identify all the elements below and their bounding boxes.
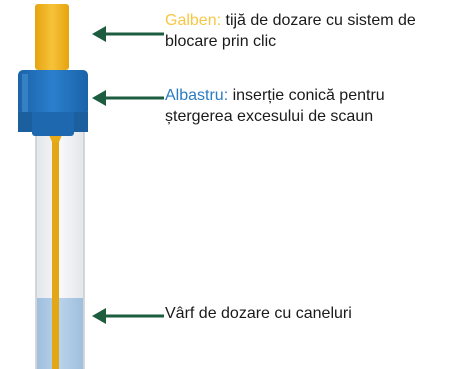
- arrow-blue: [92, 90, 164, 106]
- callout-tip: Vârf de dozare cu caneluri: [165, 303, 445, 324]
- tube: [35, 127, 85, 369]
- callout-yellow-text: tijă de dozare cu sistem de blocare prin…: [165, 12, 416, 50]
- tube-liquid: [37, 298, 83, 369]
- callout-blue-text: inserție conică pentru ștergerea excesul…: [165, 87, 385, 125]
- callout-yellow: Galben: tijă de dozare cu sistem de bloc…: [165, 10, 435, 52]
- cap-highlight: [22, 74, 28, 112]
- arrow-tip: [92, 308, 164, 324]
- cap-collar: [32, 112, 74, 136]
- cap-top: [18, 70, 88, 116]
- cap-left-ear: [18, 112, 32, 132]
- rod-shaft: [52, 135, 59, 369]
- callout-blue-keyword: Albastru:: [165, 87, 229, 104]
- rod-top-handle: [35, 4, 69, 70]
- arrow-yellow: [92, 26, 164, 42]
- callout-tip-text: Vârf de dozare cu caneluri: [165, 305, 352, 322]
- cap-right-ear: [74, 112, 88, 132]
- callout-blue: Albastru: inserție conică pentru șterger…: [165, 85, 445, 127]
- blue-cap: [18, 70, 88, 136]
- callout-yellow-keyword: Galben:: [165, 12, 222, 29]
